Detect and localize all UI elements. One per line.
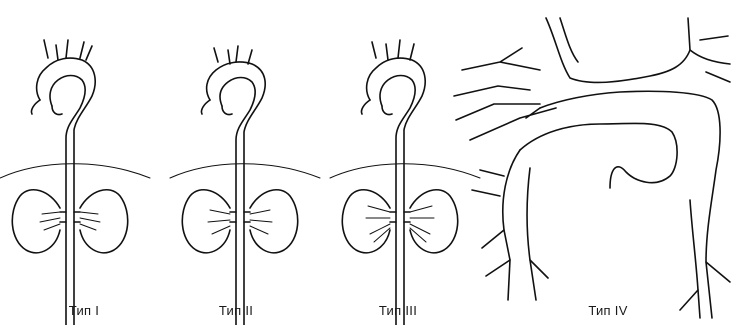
panel-type-3 [330, 40, 480, 325]
label-type-2: Тип II [219, 303, 253, 318]
panel-type-2 [170, 46, 320, 325]
panel-type-4 [454, 18, 730, 318]
label-type-3: Тип III [379, 303, 417, 318]
panel-type-1 [0, 40, 150, 325]
label-type-4: Тип IV [588, 303, 627, 318]
label-type-1: Тип I [69, 303, 99, 318]
